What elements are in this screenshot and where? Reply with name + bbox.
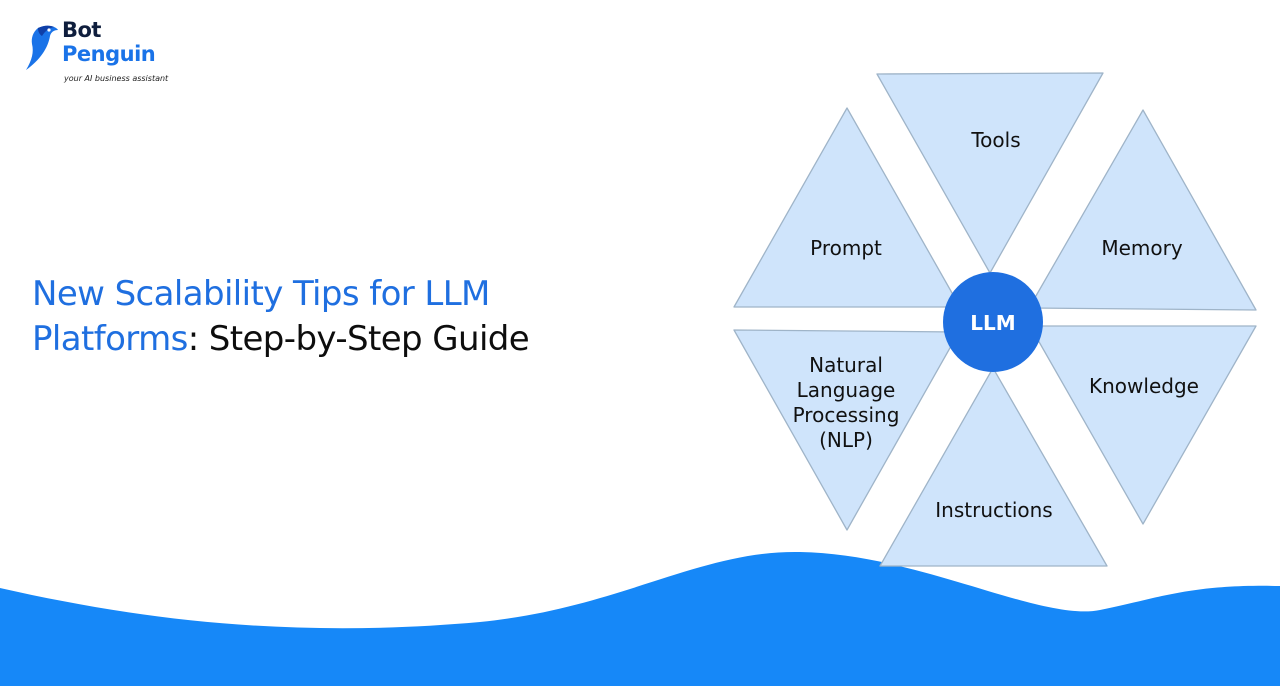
brand-name-line1: Bot	[62, 18, 101, 42]
segment-instructions	[879, 367, 1108, 567]
segment-label-knowledge: Knowledge	[1089, 374, 1199, 398]
footer-wave	[0, 551, 1280, 686]
center-node	[943, 272, 1043, 372]
brand-name-line2: Penguin	[62, 42, 156, 66]
segment-prompt	[733, 107, 961, 308]
brand-name: Bot Penguin	[62, 18, 156, 66]
segment-label-instructions: Instructions	[935, 498, 1052, 522]
segment-knowledge	[1029, 325, 1257, 525]
center-label: LLM	[970, 311, 1015, 335]
title-accent-line2: Platforms	[32, 319, 188, 359]
segment-label-prompt: Prompt	[810, 236, 882, 260]
segment-nlp	[733, 329, 960, 531]
title-dark-part: : Step-by-Step Guide	[187, 319, 530, 359]
segment-tools	[876, 72, 1104, 274]
segment-label-nlp-line3: Processing	[793, 403, 900, 427]
penguin-icon	[26, 25, 58, 70]
page-title: New Scalability Tips for LLM Platforms: …	[32, 272, 672, 362]
segment-label-nlp-line4: (NLP)	[819, 428, 873, 452]
brand-logo: Bot Penguin your AI business assistant	[24, 18, 184, 88]
segment-memory	[1028, 109, 1257, 311]
brand-tagline: your AI business assistant	[64, 74, 169, 83]
segment-label-memory: Memory	[1101, 236, 1183, 260]
segment-label-tools: Tools	[970, 128, 1020, 152]
segment-label-nlp-line2: Language	[797, 378, 896, 402]
segment-label-nlp-line1: Natural	[809, 353, 883, 377]
title-accent-line1: New Scalability Tips for LLM	[32, 274, 490, 314]
